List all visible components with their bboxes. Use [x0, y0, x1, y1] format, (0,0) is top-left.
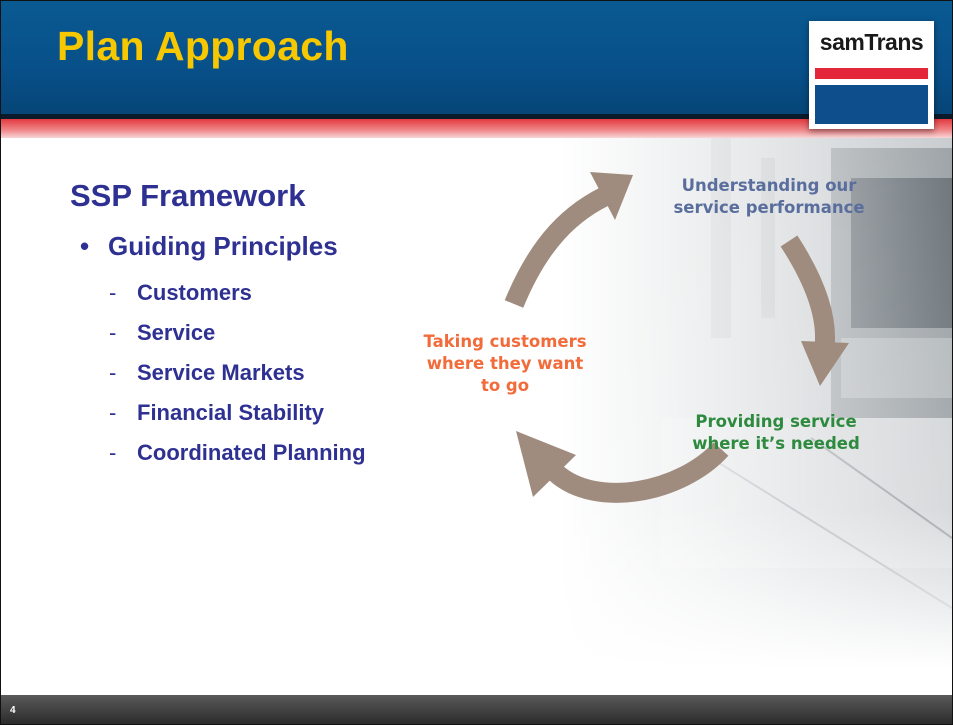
cycle-label-line: service performance [673, 198, 865, 217]
logo-wordmark: samTrans [819, 29, 924, 55]
samtrans-logo: samTrans [809, 21, 934, 129]
list-item: -Financial Stability [109, 399, 366, 439]
cycle-diagram [504, 172, 849, 503]
list-item-text: Service [137, 320, 216, 345]
dash-marker: - [109, 320, 117, 345]
logo-red-stripe [815, 68, 928, 79]
page-number: 4 [10, 705, 16, 716]
curved-arrow-icon [780, 235, 849, 386]
logo-blue-block [815, 85, 928, 124]
cycle-label-line: where they want [426, 354, 584, 373]
cycle-label-providing-service: Providing service where it’s needed [671, 411, 881, 455]
bus-photo-image [561, 138, 952, 668]
list-item-text: Service Markets [137, 360, 305, 385]
footer-bar: 4 [1, 695, 952, 724]
bullet-guiding-principles: • Guiding Principles [80, 231, 338, 262]
bullet-dot: • [80, 231, 90, 261]
list-item-text: Financial Stability [137, 400, 325, 425]
list-item: -Coordinated Planning [109, 439, 366, 479]
dash-marker: - [109, 400, 117, 425]
cycle-label-line: Understanding our [681, 176, 857, 195]
dash-marker: - [109, 280, 117, 305]
curved-arrow-icon [516, 431, 729, 503]
cycle-label-taking-customers: Taking customers where they want to go [415, 331, 595, 397]
header-bar: Plan Approach [1, 1, 952, 120]
list-item-text: Coordinated Planning [137, 440, 366, 465]
header-divider [1, 114, 952, 119]
accent-band [1, 119, 952, 138]
curved-arrow-icon [504, 172, 633, 308]
dash-marker: - [109, 440, 117, 465]
cycle-label-understanding: Understanding our service performance [649, 175, 889, 219]
section-heading: SSP Framework [70, 178, 306, 213]
slide-title: Plan Approach [57, 23, 349, 69]
list-item: -Service Markets [109, 359, 366, 399]
dash-marker: - [109, 360, 117, 385]
cycle-label-line: Providing service [695, 412, 857, 431]
bullet-text: Guiding Principles [108, 231, 338, 261]
list-item: -Customers [109, 279, 366, 319]
cycle-label-line: Taking customers [423, 332, 587, 351]
cycle-label-line: to go [480, 376, 530, 395]
list-item: -Service [109, 319, 366, 359]
cycle-label-line: where it’s needed [692, 434, 860, 453]
principles-list: -Customers -Service -Service Markets -Fi… [109, 279, 366, 479]
list-item-text: Customers [137, 280, 252, 305]
